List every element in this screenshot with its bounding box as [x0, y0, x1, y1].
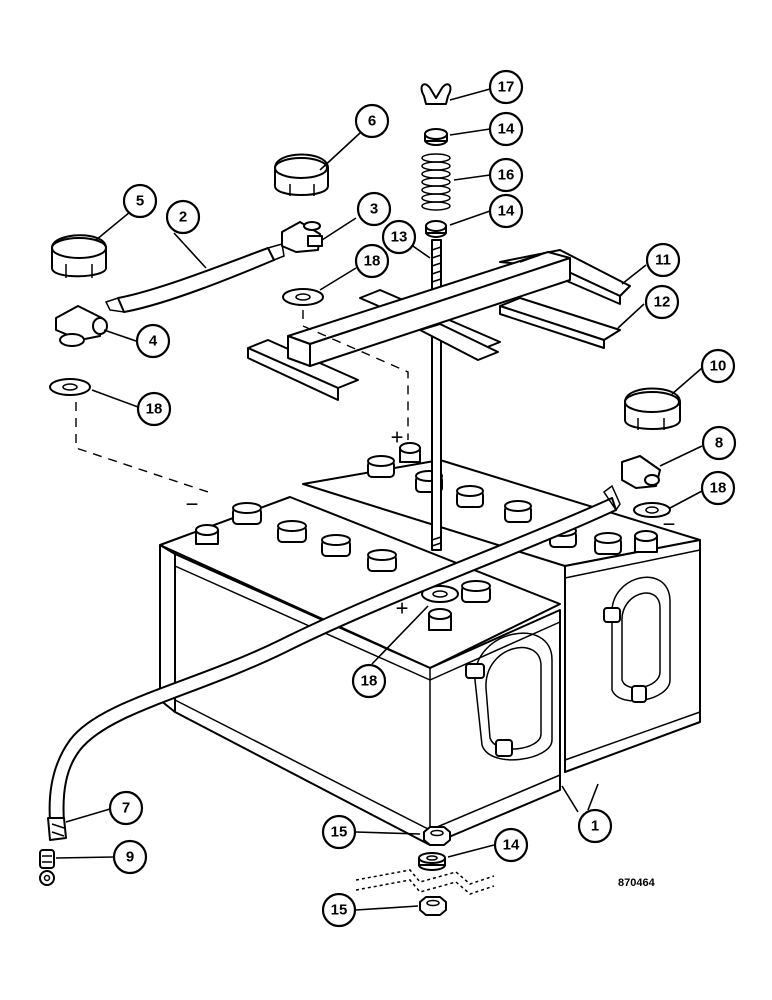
callout-label-14b: 14: [498, 203, 515, 220]
terminal-cover-10: [624, 387, 681, 430]
callout-label-16: 16: [498, 167, 515, 184]
callout-16: 16: [488, 157, 524, 193]
callout-4: 4: [135, 323, 171, 359]
terminal-cover-6: [274, 153, 329, 196]
ring-terminal: [39, 849, 55, 886]
washer-18d: [421, 585, 459, 603]
callout-8: 8: [701, 425, 737, 461]
callout-18c: 18: [700, 470, 736, 506]
callout-label-18a: 18: [364, 253, 381, 270]
terminal-cover-5: [51, 234, 107, 278]
callout-label-3: 3: [370, 201, 378, 218]
callout-17: 17: [488, 69, 524, 105]
callout-14a: 14: [488, 111, 524, 147]
clamp-frame: [247, 249, 631, 401]
callout-label-10: 10: [710, 358, 727, 375]
callout-15a: 15: [321, 814, 357, 850]
terminal-clamp-4: [55, 305, 108, 347]
washer-18a: [282, 288, 324, 306]
drawing-reference-number: 870464: [618, 877, 656, 889]
terminal-clamp-3: [281, 221, 323, 253]
callout-2: 2: [165, 199, 201, 235]
callout-18d: 18: [351, 663, 387, 699]
leader-lines: [55, 88, 703, 911]
callout-15b: 15: [321, 892, 357, 928]
minus-sign-front: −: [186, 492, 199, 517]
callout-18a: 18: [354, 243, 390, 279]
polarity-signs: + − − +: [186, 425, 676, 621]
callout-label-11: 11: [655, 252, 671, 269]
washer-18c: [633, 502, 671, 518]
callout-label-7: 7: [122, 800, 130, 817]
callout-label-12: 12: [654, 294, 671, 311]
callout-14c: 14: [493, 827, 529, 863]
callout-label-13: 13: [391, 229, 408, 246]
battery-cable-short: [104, 243, 285, 313]
spring-stack: [420, 83, 452, 238]
callout-label-5: 5: [136, 193, 144, 210]
rear-battery: [302, 442, 701, 773]
callout-12: 12: [644, 284, 680, 320]
plus-sign-rear: +: [391, 425, 404, 450]
callout-11: 11: [645, 242, 681, 278]
callout-6: 6: [354, 103, 390, 139]
callout-label-6: 6: [368, 113, 376, 130]
callout-label-17: 17: [498, 79, 515, 96]
callout-label-15b: 15: [331, 902, 348, 919]
callout-9: 9: [112, 839, 148, 875]
callout-10: 10: [700, 348, 736, 384]
callout-label-9: 9: [126, 849, 134, 866]
callout-1: 1: [577, 808, 613, 844]
assembly-lines: [75, 310, 409, 493]
callout-label-18d: 18: [361, 673, 378, 690]
plus-sign-front: +: [396, 596, 409, 621]
minus-sign-rear: −: [663, 512, 676, 537]
callout-label-1: 1: [591, 818, 599, 835]
callout-label-2: 2: [179, 209, 187, 226]
callout-label-14c: 14: [503, 837, 520, 854]
washer-18b: [49, 378, 91, 396]
callout-label-14a: 14: [498, 121, 515, 138]
callout-label-15a: 15: [331, 824, 348, 841]
lower-fixings: [355, 826, 495, 916]
callout-label-8: 8: [715, 435, 723, 452]
callout-14b: 14: [488, 193, 524, 229]
battery-cable-long: [47, 484, 621, 841]
callout-5: 5: [122, 183, 158, 219]
terminal-clamp-8: [621, 455, 661, 489]
callout-label-4: 4: [149, 333, 158, 350]
callout-3: 3: [356, 191, 392, 227]
callout-label-18c: 18: [710, 480, 727, 497]
callout-18b: 18: [136, 391, 172, 427]
callout-7: 7: [108, 790, 144, 826]
callout-label-18b: 18: [146, 401, 163, 418]
callout-13: 13: [381, 219, 417, 255]
front-battery: [159, 496, 561, 846]
